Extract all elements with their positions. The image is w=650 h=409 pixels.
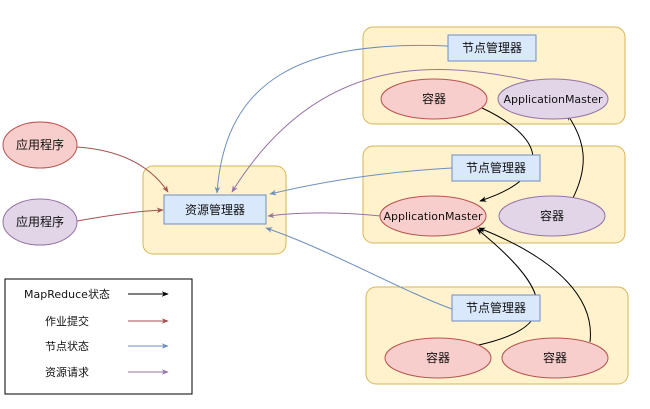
node3-container-left-label: 容器 [426,350,450,365]
resource-request-arrow-1 [231,69,541,193]
application-label-top: 应用程序 [16,137,64,152]
node2-appmaster-label: ApplicationMaster [383,210,483,223]
node3-container-right-label: 容器 [543,350,567,365]
legend-label-mapreduce: MapReduce状态 [24,287,110,301]
node-status-arrow-1 [214,44,449,194]
node1-manager-label: 节点管理器 [462,40,522,55]
legend-label-node-status: 节点状态 [45,339,89,353]
application-ellipse-top [2,121,78,169]
node2-container-label: 容器 [540,208,564,223]
mapreduce-status-arrow-4 [478,227,591,343]
resource-request-arrow-2 [267,212,382,218]
node3-manager-label: 节点管理器 [466,300,526,315]
node3-manager-box [451,294,541,322]
node2-appmaster-ellipse [379,195,487,237]
node1-appmaster-label: ApplicationMaster [503,93,603,106]
node1-container-label: 容器 [422,91,446,106]
node-status-arrow-3 [265,227,453,310]
resource-manager-box [163,194,267,225]
node2-manager-box [451,154,541,182]
legend-label-job-submit: 作业提交 [45,314,89,328]
node-status-arrow-2 [269,167,453,196]
resource-manager-label: 资源管理器 [185,202,245,217]
legend-label-resource-request: 资源请求 [45,365,89,379]
node2-manager-label: 节点管理器 [466,160,526,175]
node3-container-right-ellipse [501,337,609,379]
node1-manager-box [447,34,537,62]
mapreduce-status-arrow-2 [566,113,584,201]
job-submit-arrow-2 [76,207,164,222]
node2-container-ellipse [498,195,606,237]
application-ellipse-bottom [2,198,78,246]
legend-box [4,278,193,395]
job-submit-arrow-1 [76,146,169,193]
application-label-bottom: 应用程序 [16,214,64,229]
node1-appmaster-ellipse [497,78,609,120]
node3-container-left-ellipse [384,337,492,379]
node1-container-ellipse [380,78,488,120]
